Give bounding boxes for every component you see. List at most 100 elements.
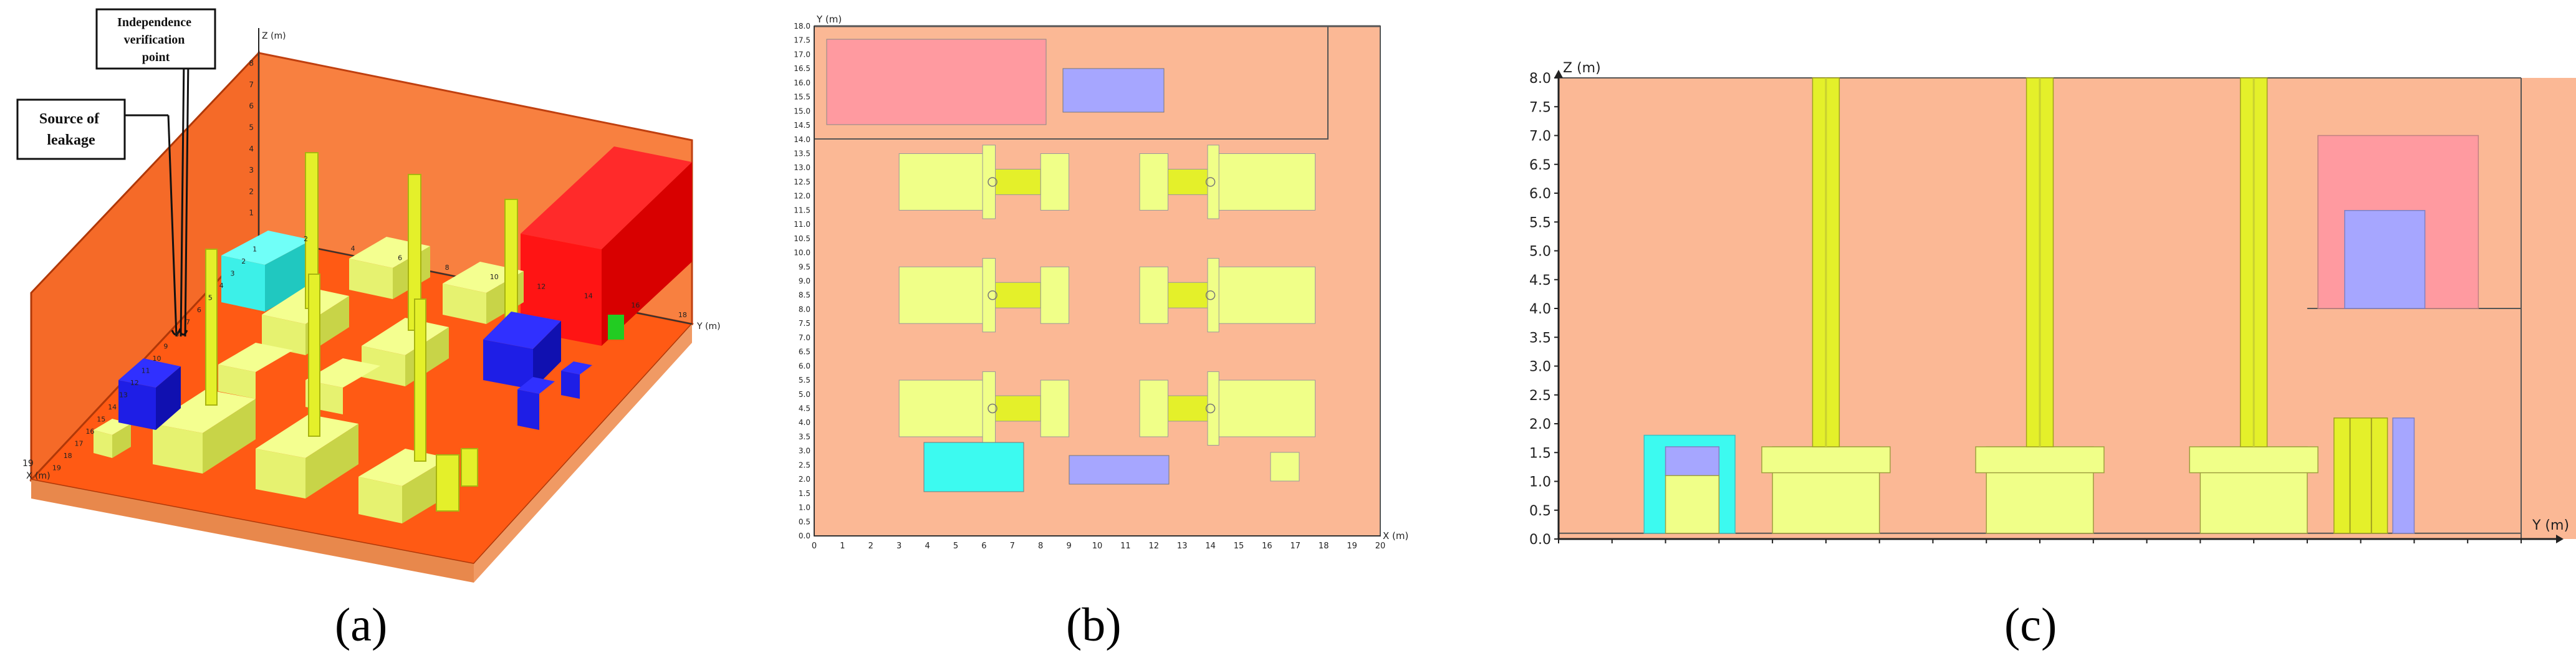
x-tick-label: 19 <box>52 464 61 472</box>
equipment-block <box>1216 266 1316 324</box>
y-tick-label: 12.0 <box>794 192 810 201</box>
y-tick-label: 2.0 <box>799 475 810 484</box>
y-tick-label: 4.5 <box>1529 273 1551 289</box>
floor-edge-front <box>31 480 474 583</box>
cyan-block-front <box>221 255 265 312</box>
x-tick-label: 9 <box>1066 542 1071 551</box>
x-tick-label: 6 <box>197 306 201 314</box>
y-tick-label: 3.5 <box>1529 330 1551 346</box>
z-tick-label: 5 <box>249 123 254 131</box>
x-tick-label: 0 <box>812 542 817 551</box>
panel-c-label: (c) <box>2004 599 2057 651</box>
panel-c: Z (m) Y (m) 0123456789101112131415161718… <box>1496 50 2576 564</box>
panel-c-side-view: Z (m) Y (m) 0123456789101112131415161718… <box>1529 60 2576 564</box>
x-tick-label: 7 <box>1010 542 1015 551</box>
y-tick-label: 2.5 <box>799 460 810 469</box>
y-tick-label: 11.0 <box>794 220 810 229</box>
pipe-end-circle <box>988 403 997 414</box>
y-tick-label: 3.0 <box>1529 360 1551 375</box>
z-tick-label: 3 <box>249 166 254 174</box>
y-tick-label: 1.0 <box>1529 475 1551 490</box>
svg-text:Source of leakage: Source of leakage <box>39 111 103 148</box>
z-tick-label: 8 <box>249 59 254 68</box>
x-tick-label: 3 <box>230 270 234 278</box>
y-tick-label: 16 <box>631 302 640 310</box>
x-tick-label: 17 <box>75 440 84 448</box>
y-tick-label: 8.0 <box>799 305 810 313</box>
vertical-pipes <box>205 152 518 512</box>
flange <box>982 145 996 219</box>
y-tick-label: 14.0 <box>794 135 810 144</box>
y-tick-label: 9.0 <box>799 277 810 285</box>
axis-y-label: Y (m) <box>2532 518 2569 533</box>
y-tick-label: 13.5 <box>794 150 810 158</box>
y-tick-label: 16.5 <box>794 64 810 73</box>
y-tick-label: 10.5 <box>794 234 810 243</box>
axis-y-label: Y (m) <box>816 14 842 25</box>
y-tick-label: 0.5 <box>1529 503 1551 519</box>
yellow-inner-block <box>1665 475 1720 534</box>
y-tick-label: 6.0 <box>799 361 810 370</box>
callout-independence-box <box>95 8 216 70</box>
callout-source-line2: leakage <box>47 132 95 148</box>
y-tick-label: 7.5 <box>1529 100 1551 115</box>
y-tick-label: 14 <box>584 292 593 300</box>
y-tick-label: 9.5 <box>799 262 810 271</box>
x-tick-label: 7 <box>186 318 190 327</box>
equipment-flange <box>1975 446 2105 474</box>
x-tick-label: 18 <box>1319 542 1329 551</box>
y-tick-label: 15.0 <box>794 107 810 115</box>
pipe-end-circle <box>1205 177 1216 187</box>
y-tick-labels: 0.00.51.01.52.02.53.03.54.04.55.05.56.06… <box>1529 71 1559 548</box>
y-tick-label: 0.0 <box>1529 532 1551 548</box>
pipe-end-circle <box>988 177 997 187</box>
y-tick-label: 5.5 <box>1529 215 1551 231</box>
equipment-flange <box>1761 446 1891 474</box>
y-tick-label: 5.5 <box>799 376 810 384</box>
y-tick-label: 2.5 <box>1529 388 1551 404</box>
z-tick-label: 2 <box>249 187 254 196</box>
equipment-plan <box>898 145 1316 446</box>
green-block <box>608 315 624 340</box>
axis-y-label: Y (m) <box>696 322 721 332</box>
y-tick-label: 12 <box>537 282 545 290</box>
callout-independence-line3: point <box>142 50 170 64</box>
y-tick-label: 12.5 <box>794 178 810 186</box>
y-tick-label: 18 <box>678 311 687 319</box>
y-tick-label: 10 <box>490 273 499 281</box>
y-tick-label: 15.5 <box>794 93 810 102</box>
flange <box>982 371 996 446</box>
z-tick-label: 6 <box>249 102 254 110</box>
y-tick-label: 1.5 <box>1529 446 1551 461</box>
y-tick-label: 4.0 <box>1529 302 1551 317</box>
y-tick-label: 1.0 <box>799 503 810 512</box>
x-tick-label: 17 <box>1290 542 1301 551</box>
callout-source-line1: Source of <box>39 111 100 127</box>
x-tick-label: 11 <box>142 367 150 375</box>
x-tick-label: 16 <box>1262 542 1272 551</box>
y-tick-label: 18.0 <box>794 22 810 31</box>
y-tick-label: 10.0 <box>794 249 810 257</box>
y-tick-label: 5.0 <box>799 390 810 399</box>
x-tick-label: 10 <box>153 355 161 363</box>
blue-blocks <box>118 312 592 430</box>
svg-text:Independence verification: Independence verification point <box>117 16 195 64</box>
y-tick-label: 16.0 <box>794 79 810 87</box>
vertical-tank <box>2333 418 2388 534</box>
small-equipment-block <box>1270 452 1300 482</box>
x-tick-label: 1 <box>840 542 845 551</box>
axis-z-label: Z (m) <box>1563 60 1601 76</box>
blue-block-bottom <box>1069 455 1170 485</box>
z-tick-label: 4 <box>249 145 254 153</box>
panel-b-label: (b) <box>1066 599 1122 651</box>
y-tick-label: 6.0 <box>1529 186 1551 202</box>
equipment-block <box>898 266 984 324</box>
equipment-block <box>1216 379 1316 437</box>
x-tick-label: 6 <box>981 542 986 551</box>
y-tick-label: 13.0 <box>794 163 810 172</box>
panel-a-3d-view: Z (m) X (m) Y (m) 19 Independence verifi… <box>16 8 721 583</box>
blue-block-right <box>2392 418 2415 534</box>
cyan-block-top <box>221 231 312 265</box>
